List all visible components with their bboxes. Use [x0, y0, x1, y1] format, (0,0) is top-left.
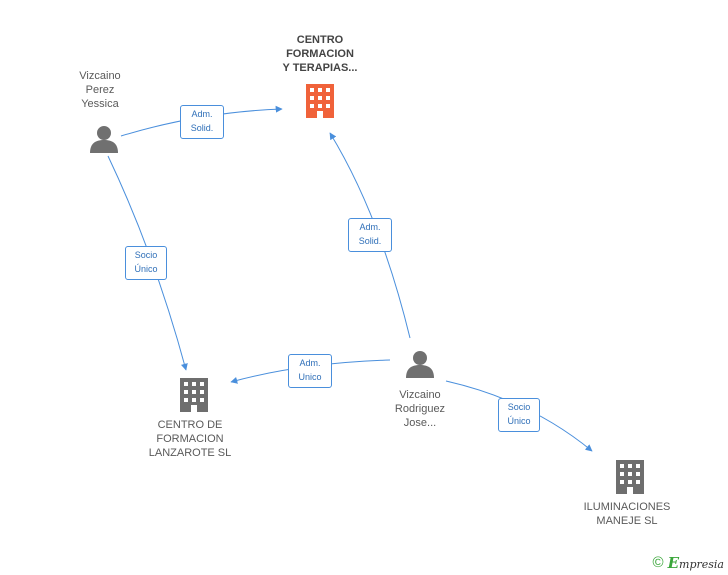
- label-line: ILUMINACIONES: [583, 501, 671, 513]
- label-line: Y TERAPIAS...: [282, 62, 358, 74]
- edge-label-line: Adm.: [359, 222, 381, 232]
- footer-brand[interactable]: © Empresia: [652, 554, 724, 572]
- brand-logo: Empresia: [668, 554, 724, 572]
- label-line: LANZAROTE SL: [148, 447, 232, 459]
- label-line: MANEJE SL: [596, 515, 658, 527]
- edge-label-line: Solid.: [190, 123, 214, 133]
- copyright-icon: ©: [652, 554, 664, 571]
- edge-label-line: Solid.: [358, 236, 382, 246]
- node-label-person-yessica[interactable]: Vizcaino Perez Yessica: [40, 69, 160, 111]
- label-line: Perez: [85, 84, 115, 96]
- brand-first-letter: E: [667, 554, 680, 572]
- label-line: Vizcaino: [79, 70, 121, 82]
- label-line: CENTRO DE: [157, 419, 223, 431]
- building-icon[interactable]: [616, 460, 644, 494]
- edge-label-line: Adm.: [191, 109, 213, 119]
- label-line: FORMACION: [286, 48, 354, 60]
- person-icon[interactable]: [90, 126, 118, 153]
- label-line: Vizcaino: [399, 389, 441, 401]
- edge-label-line: Único: [134, 264, 158, 274]
- label-line: Yessica: [81, 98, 119, 110]
- node-label-company-lanzarote[interactable]: CENTRO DE FORMACION LANZAROTE SL: [130, 418, 250, 460]
- building-icon[interactable]: [306, 84, 334, 118]
- person-icon[interactable]: [406, 351, 434, 378]
- edge-label-jose-to-focus[interactable]: Adm. Solid.: [348, 218, 392, 252]
- label-line: Jose...: [403, 417, 437, 429]
- brand-rest: mpresia: [679, 558, 724, 571]
- edge-label-yessica-to-focus[interactable]: Adm. Solid.: [180, 105, 224, 139]
- edge-label-line: Único: [507, 416, 531, 426]
- building-icon[interactable]: [180, 378, 208, 412]
- label-line: Rodriguez: [394, 403, 446, 415]
- edge-label-line: Adm.: [299, 358, 321, 368]
- edge-label-line: Socio: [507, 402, 531, 412]
- edge-label-jose-to-lanzarote[interactable]: Adm. Unico: [288, 354, 332, 388]
- edge-label-line: Unico: [298, 372, 322, 382]
- edge-label-line: Socio: [134, 250, 158, 260]
- edge-label-jose-to-iluminaciones[interactable]: Socio Único: [498, 398, 540, 432]
- node-label-company-iluminaciones[interactable]: ILUMINACIONES MANEJE SL: [567, 500, 687, 528]
- label-line: FORMACION: [156, 433, 224, 445]
- node-label-focus-company[interactable]: CENTRO FORMACION Y TERAPIAS...: [260, 33, 380, 75]
- label-line: CENTRO: [296, 34, 344, 46]
- edge-label-yessica-to-lanzarote[interactable]: Socio Único: [125, 246, 167, 280]
- node-label-person-jose[interactable]: Vizcaino Rodriguez Jose...: [360, 388, 480, 430]
